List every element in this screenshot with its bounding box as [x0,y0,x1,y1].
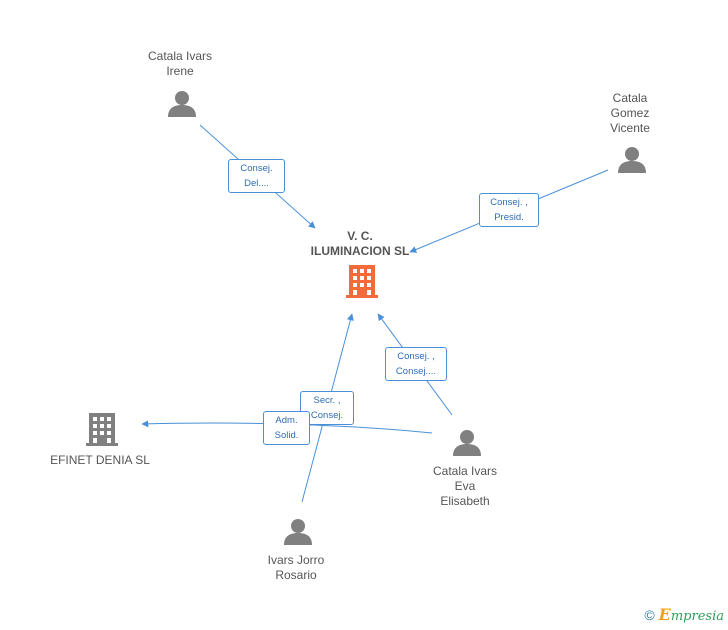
edge-label-eva-efinet-role[interactable]: Adm. Solid. [263,411,310,445]
edge-label-vicente-role[interactable]: Consej. , Presid. [479,193,539,227]
person-icon[interactable] [618,147,646,173]
person-label-catala-ivars-eva[interactable]: Catala Ivars Eva Elisabeth [432,464,498,508]
person-label-catala-gomez-vicente[interactable]: Catala Gomez Vicente [610,91,650,135]
empresia-logo[interactable]: Empresia [658,605,724,624]
person-icon[interactable] [453,430,481,456]
person-label-ivars-jorro-rosario[interactable]: Ivars Jorro Rosario [267,553,325,582]
footer-brand: © Empresia [644,605,724,624]
main-company-label[interactable]: V. C. ILUMINACION SL [310,229,410,258]
person-icon[interactable] [284,519,312,545]
person-icon[interactable] [168,91,196,117]
person-label-catala-ivars-irene[interactable]: Catala Ivars Irene [147,49,213,78]
company-label-efinet-denia[interactable]: EFINET DENIA SL [50,453,150,467]
edge-label-irene-role[interactable]: Consej. Del.... [228,159,285,193]
main-company-building-icon[interactable] [346,265,378,298]
edge-label-eva-main-role[interactable]: Consej. , Consej.... [385,347,447,381]
company-building-icon[interactable] [86,413,118,446]
copyright-symbol: © [644,606,655,623]
